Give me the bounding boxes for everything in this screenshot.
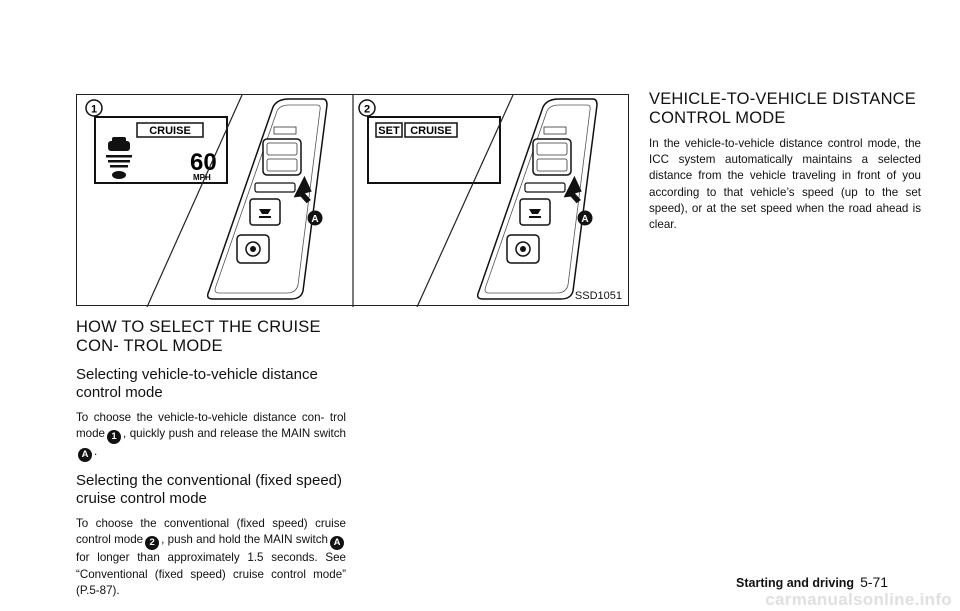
paragraph-text: , push and hold the MAIN switch <box>161 533 328 547</box>
panel-1-callout-circle <box>307 210 323 226</box>
page-number: 5-71 <box>860 574 889 590</box>
paragraph-text: for longer than approximately 1.5 second… <box>76 551 346 597</box>
paragraph-text: , quickly push and release the MAIN swit… <box>123 427 346 441</box>
subheading-distance-mode: Selecting vehicle-to-vehicle distance co… <box>76 366 318 401</box>
paragraph-distance-control: In the vehicle-to-vehicle distance contr… <box>649 137 921 232</box>
paragraph-text: To choose the conventional (fixed speed)… <box>76 517 346 547</box>
subheading-conventional-mode: Selecting the conventional (fixed speed)… <box>76 472 343 508</box>
panel-2-marker: 2 <box>364 104 370 116</box>
watermark: carmanualsonline.info <box>765 590 952 609</box>
marker-2-icon: 2 <box>145 536 160 551</box>
figure-code: SSD1051 <box>574 290 622 302</box>
panel-1-speed: 60 <box>190 149 217 176</box>
left-column: HOW TO SELECT THE CRUISE CON- TROL MODE … <box>76 318 346 599</box>
panel-1-marker: 1 <box>91 104 97 116</box>
right-column: VEHICLE-TO-VEHICLE DISTANCE CONTROL MODE… <box>649 90 921 233</box>
marker-1-icon: 1 <box>107 430 122 445</box>
panel-2-cruise-label: CRUISE <box>410 125 452 137</box>
cruise-switch-illustration: 1 CRUISE 60 MPH <box>85 95 598 307</box>
panel-1-unit: MPH <box>193 173 211 182</box>
illustration-figure: 1 CRUISE 60 MPH <box>76 94 629 307</box>
section-heading-distance-control: VEHICLE-TO-VEHICLE DISTANCE CONTROL MODE <box>649 90 917 127</box>
panel-1-cruise-label: CRUISE <box>149 125 191 137</box>
paragraph-text: To choose the vehicle-to-vehicle distanc… <box>76 411 346 441</box>
panel-2-callout-circle <box>577 210 593 226</box>
panel-2-callout: A <box>581 214 588 225</box>
car-icon <box>106 137 132 179</box>
arrow-icon <box>563 175 582 204</box>
section-heading-cruise-mode: HOW TO SELECT THE CRUISE CON- TROL MODE <box>76 318 321 355</box>
panel-1-callout: A <box>311 214 318 225</box>
marker-a-icon: A <box>78 448 92 463</box>
arrow-icon <box>293 175 312 204</box>
panel-2-set-label: SET <box>378 125 400 137</box>
paragraph-distance-mode: To choose the vehicle-to-vehicle distanc… <box>76 410 346 463</box>
paragraph-conventional-mode: To choose the conventional (fixed speed)… <box>76 516 346 599</box>
page-footer: Starting and driving 5-71 <box>736 574 888 590</box>
panel-1: 1 CRUISE 60 MPH <box>85 95 328 307</box>
panel-2: 2 SET CRUISE <box>358 95 598 307</box>
marker-a-icon: A <box>330 536 344 551</box>
footer-section: Starting and driving <box>736 576 855 590</box>
paragraph-text: . <box>94 445 98 459</box>
